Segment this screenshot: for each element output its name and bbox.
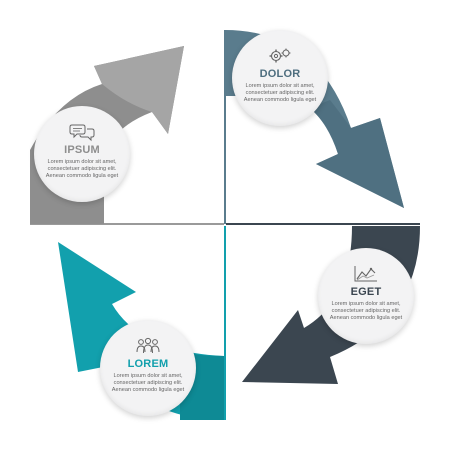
step-ipsum: IPSUM Lorem ipsum dolor sit amet, consec… [34,106,130,202]
step-eget: EGET Lorem ipsum dolor sit amet, consect… [318,248,414,344]
step-lorem: LOREM Lorem ipsum dolor sit amet, consec… [100,320,196,416]
step-description: Lorem ipsum dolor sit amet, consectetuer… [111,373,185,393]
step-description: Lorem ipsum dolor sit amet, consectetuer… [243,83,317,103]
step-dolor: DOLOR Lorem ipsum dolor sit amet, consec… [232,30,328,126]
step-title: LOREM [127,358,169,370]
gears-icon [269,48,291,63]
arrow-dolor-shade [310,100,404,208]
chat-bubbles-icon [69,124,95,142]
step-title: IPSUM [64,144,100,156]
step-description: Lorem ipsum dolor sit amet, consectetuer… [329,301,403,321]
step-title: DOLOR [259,68,301,80]
team-icon [136,337,160,354]
step-title: EGET [350,286,382,298]
arrow-ipsum-shade [94,46,184,134]
step-description: Lorem ipsum dolor sit amet, consectetuer… [45,159,119,179]
line-chart-icon [354,266,377,282]
